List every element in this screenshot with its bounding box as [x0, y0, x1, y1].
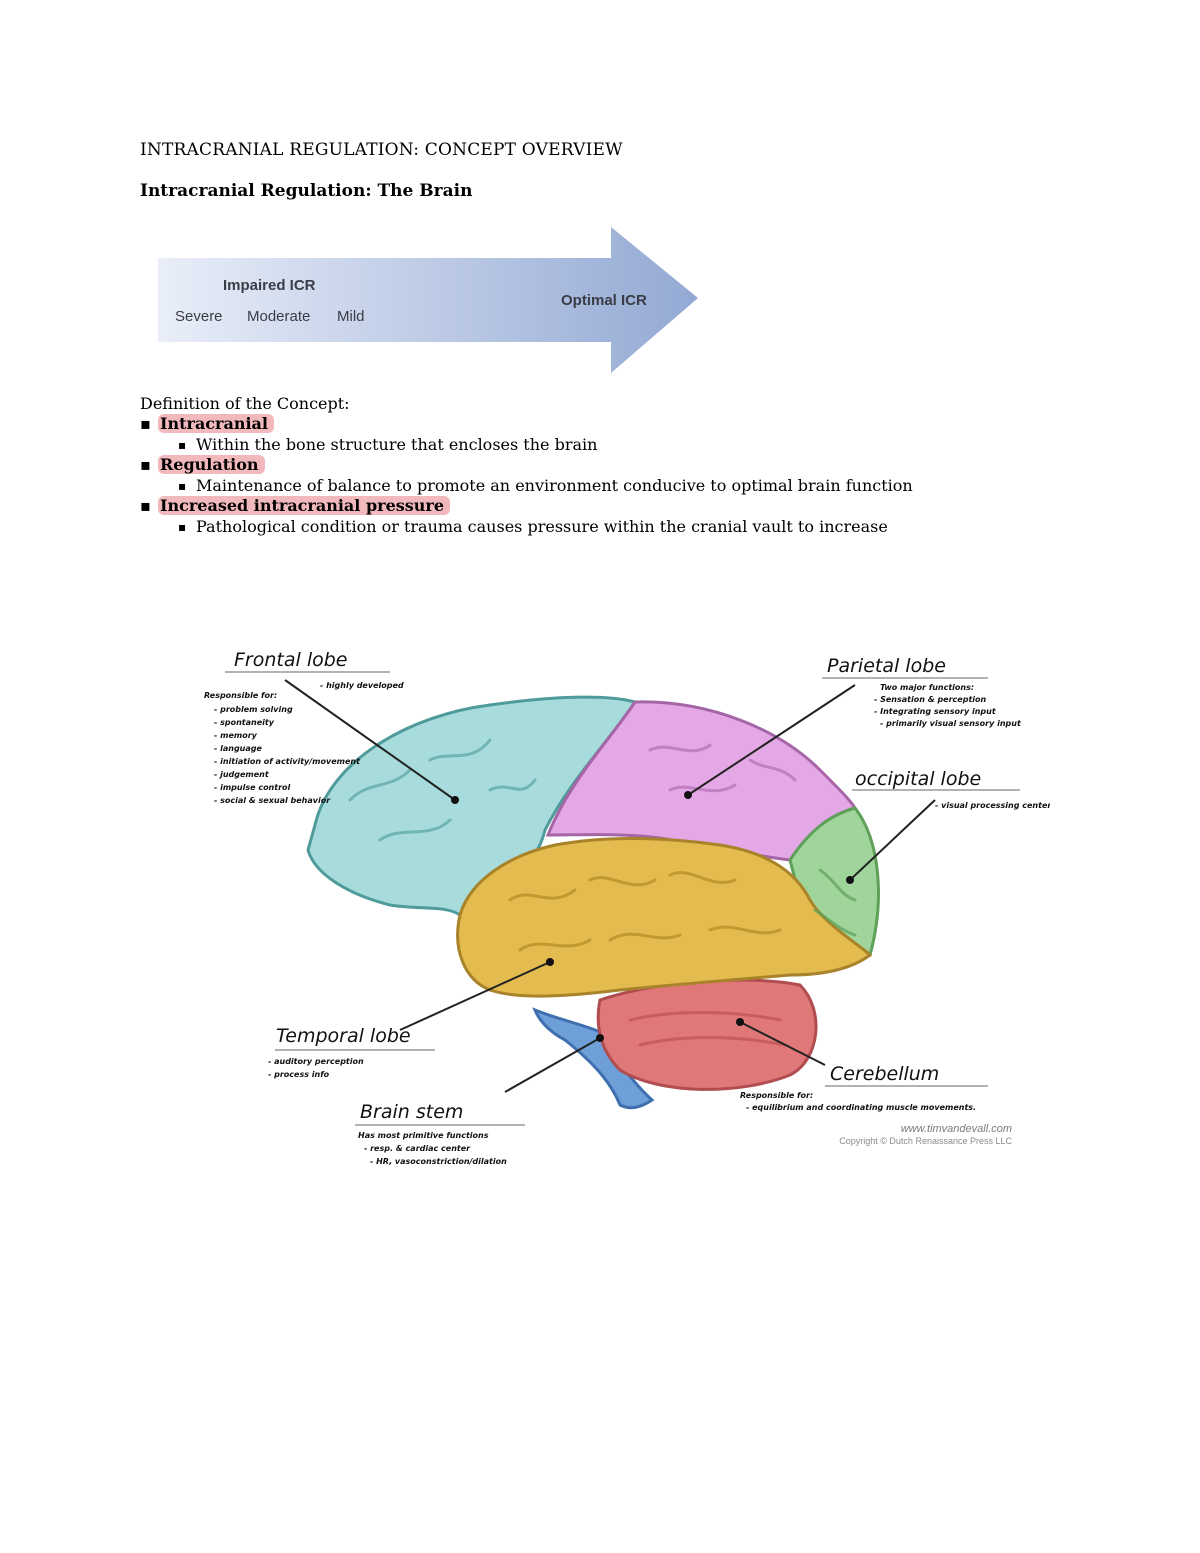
optimal-icr-label: Optimal ICR [561, 292, 647, 309]
cerebellum-note-line: Responsible for: [740, 1091, 813, 1100]
frontal-leader [284, 679, 456, 801]
continuum-arrow-shape [158, 227, 698, 373]
label-underlines [225, 671, 1020, 1126]
section-title: Intracranial Regulation: The Brain [140, 181, 473, 201]
cerebellum-notes: Responsible for: - equilibrium and coord… [740, 1091, 976, 1112]
temporal-notes: - auditory perception - process info [268, 1057, 364, 1079]
sub-bullet-icon: ▪ [178, 520, 187, 534]
parietal-dot [684, 791, 692, 799]
brainstem-notes: Has most primitive functions - resp. & c… [358, 1131, 507, 1166]
leader-lines [284, 679, 936, 1093]
meaning-regulation: Maintenance of balance to promote an env… [196, 476, 913, 495]
brainstem-label: Brain stem [360, 1101, 463, 1123]
frontal-lobe-label: Frontal lobe [234, 649, 347, 671]
frontal-note-line: - memory [214, 731, 258, 740]
temporal-note-line: - process info [268, 1070, 330, 1079]
meaning-increased-icp: Pathological condition or trauma causes … [196, 517, 888, 536]
credit-copyright: Copyright © Dutch Renaissance Press LLC [839, 1136, 1012, 1146]
occipital-leader [849, 799, 936, 881]
cerebellum-note-line: - equilibrium and coordinating muscle mo… [746, 1103, 976, 1112]
brainstem-note-line: - resp. & cardiac center [364, 1144, 471, 1153]
frontal-note-line: - judgement [214, 770, 270, 779]
term-item: ▪ Increased intracranial pressure [140, 496, 913, 517]
term-item: ▪ Regulation [140, 455, 913, 476]
term-meaning: ▪ Maintenance of balance to promote an e… [140, 476, 913, 496]
parietal-note-line: Two major functions: [880, 683, 974, 692]
brainstem-note-line: - HR, vasoconstriction/dilation [370, 1157, 507, 1166]
sub-bullet-icon: ▪ [178, 438, 187, 452]
term-regulation: Regulation [158, 455, 265, 474]
frontal-note-line: - language [214, 744, 262, 753]
parietal-note-line: - Integrating sensory input [874, 707, 997, 716]
sub-bullet-icon: ▪ [178, 479, 187, 493]
temporal-lobe-label: Temporal lobe [276, 1025, 411, 1047]
occipital-note: - visual processing center [935, 801, 1050, 810]
term-meaning: ▪ Pathological condition or trauma cause… [140, 517, 913, 537]
frontal-lobe-region [306, 695, 638, 917]
temporal-dot [546, 958, 554, 966]
cerebellum-label: Cerebellum [830, 1063, 939, 1085]
brain-diagram: Frontal lobe - highly developed Responsi… [190, 640, 1050, 1180]
gyri-texture [348, 738, 857, 1047]
credit-url: www.timvandevall.com [901, 1123, 1012, 1135]
bullet-icon: ▪ [140, 496, 151, 515]
brain-diagram-graphic: Frontal lobe - highly developed Responsi… [204, 649, 1050, 1166]
occipital-lobe-label: occipital lobe [855, 768, 981, 790]
brainstem-region [532, 1007, 655, 1110]
term-item: ▪ Intracranial [140, 414, 913, 435]
parietal-lobe-label: Parietal lobe [827, 655, 946, 677]
temporal-lobe-region [456, 837, 873, 998]
meaning-intracranial: Within the bone structure that encloses … [196, 435, 598, 454]
level-mild: Mild [337, 308, 365, 325]
level-moderate: Moderate [247, 308, 310, 325]
frontal-note: - highly developed [320, 681, 404, 690]
term-increased-icp: Increased intracranial pressure [158, 496, 450, 515]
definition-block: Definition of the Concept: ▪ Intracrania… [140, 394, 913, 537]
term-meaning: ▪ Within the bone structure that enclose… [140, 435, 913, 455]
frontal-notes: Responsible for: - problem solving - spo… [204, 691, 361, 805]
bullet-icon: ▪ [140, 455, 151, 474]
icr-continuum-arrow: Impaired ICR Severe Moderate Mild Optima… [155, 225, 703, 375]
frontal-note-line: - social & sexual behavior [214, 796, 331, 805]
brainstem-note-line: Has most primitive functions [358, 1131, 489, 1140]
parietal-note-line: - Sensation & perception [874, 695, 987, 704]
parietal-leader [687, 684, 856, 796]
frontal-note-line: - spontaneity [214, 718, 275, 727]
occipital-dot [846, 876, 854, 884]
cerebellum-region [596, 978, 818, 1091]
continuum-arrow-graphic: Impaired ICR Severe Moderate Mild Optima… [158, 227, 698, 373]
cerebellum-leader [739, 1021, 826, 1066]
brainstem-leader [504, 1037, 601, 1093]
cerebellum-dot [736, 1018, 744, 1026]
parietal-lobe-region [545, 700, 858, 862]
bullet-icon: ▪ [140, 414, 151, 433]
definition-intro: Definition of the Concept: [140, 394, 350, 413]
page-title: INTRACRANIAL REGULATION: CONCEPT OVERVIE… [140, 140, 623, 160]
term-intracranial: Intracranial [158, 414, 274, 433]
frontal-note-line: - initiation of activity/movement [214, 757, 361, 766]
temporal-note-line: - auditory perception [268, 1057, 364, 1066]
temporal-leader [399, 961, 551, 1031]
brainstem-dot [596, 1034, 604, 1042]
frontal-note-line: Responsible for: [204, 691, 277, 700]
impaired-icr-label: Impaired ICR [223, 277, 316, 294]
frontal-note-line: - impulse control [214, 783, 291, 792]
level-severe: Severe [175, 308, 223, 325]
frontal-dot [451, 796, 459, 804]
parietal-notes: Two major functions: - Sensation & perce… [874, 683, 1022, 728]
leader-dots [451, 791, 854, 1042]
parietal-note-line: - primarily visual sensory input [880, 719, 1022, 728]
frontal-note-line: - problem solving [214, 705, 293, 714]
